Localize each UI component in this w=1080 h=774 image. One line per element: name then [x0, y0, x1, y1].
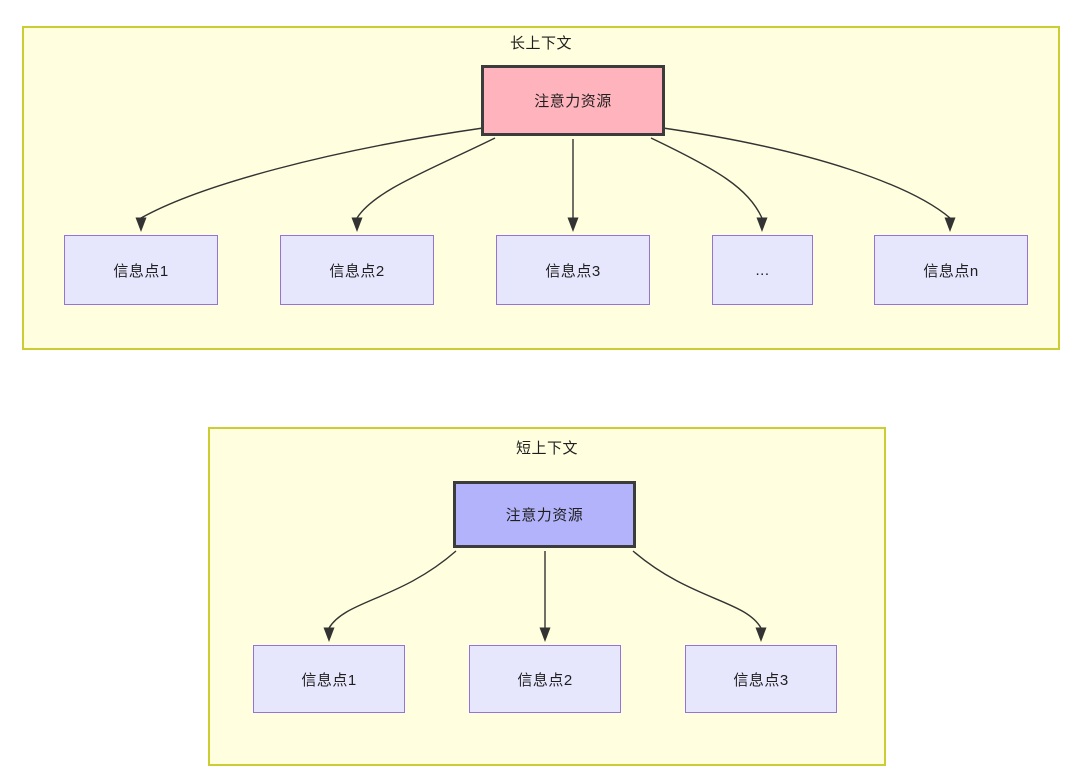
node-label: 信息点2 — [517, 671, 573, 689]
node-label: 注意力资源 — [534, 93, 612, 110]
node-label: 信息点2 — [329, 262, 385, 280]
node-info-point-n-long[interactable]: 信息点n — [874, 235, 1028, 305]
node-label: 注意力资源 — [505, 507, 584, 524]
node-info-point-2-long[interactable]: 信息点2 — [280, 235, 434, 305]
node-info-point-3-short[interactable]: 信息点3 — [685, 645, 837, 713]
node-label: 信息点1 — [113, 262, 169, 280]
node-info-point-1-long[interactable]: 信息点1 — [64, 235, 218, 305]
node-label: 信息点n — [923, 262, 979, 280]
node-attention-resource-long[interactable]: 注意力资源 — [481, 65, 665, 136]
panel-short-context: 短上下文 — [208, 427, 886, 766]
node-label: 信息点3 — [545, 262, 601, 280]
node-info-point-1-short[interactable]: 信息点1 — [253, 645, 405, 713]
node-info-point-2-short[interactable]: 信息点2 — [469, 645, 621, 713]
node-attention-resource-short[interactable]: 注意力资源 — [453, 481, 636, 548]
panel-title-long-context: 长上下文 — [509, 35, 572, 52]
panel-title-short-context: 短上下文 — [515, 440, 578, 457]
node-label: 信息点1 — [301, 671, 357, 689]
node-label: 信息点3 — [733, 671, 789, 689]
node-info-point-3-long[interactable]: 信息点3 — [496, 235, 650, 305]
node-label: ... — [755, 261, 770, 279]
node-info-point-ellipsis-long[interactable]: ... — [712, 235, 813, 305]
